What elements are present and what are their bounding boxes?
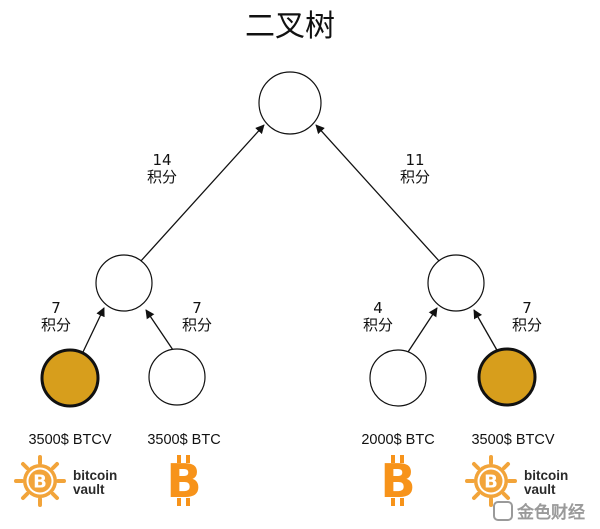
edge-arrow-leaf2-to-left-mid <box>145 309 174 351</box>
left-mid-node <box>95 254 153 312</box>
vault-gear-icon: B <box>465 455 517 507</box>
vault-brand-line1: bitcoin <box>73 468 117 483</box>
edge-value: 14 <box>152 151 171 169</box>
vault-brand-line1: bitcoin <box>524 468 568 483</box>
leaf-price-3: 2000$ BTC <box>361 432 434 448</box>
edge-arrow-leaf4-to-right-mid <box>473 309 499 353</box>
edge-value: 11 <box>405 151 424 169</box>
bitcoin-vault-logo: B bitcoin vault <box>465 455 568 507</box>
diagram-title: 二叉树 <box>245 9 335 44</box>
edge-label-right-top: 11 积分 <box>400 151 430 186</box>
edge-value: 7 <box>522 299 532 317</box>
leaf-node-2 <box>148 348 206 406</box>
edge-label-leaf2: 7 积分 <box>182 299 212 334</box>
leaf-node-3 <box>369 349 427 407</box>
watermark: 金色财经 <box>493 501 585 523</box>
edge-unit: 积分 <box>400 168 430 186</box>
vault-brand-line2: vault <box>524 482 556 497</box>
edge-arrow-left-mid-to-root <box>139 124 265 263</box>
edge-arrow-leaf1-to-left-mid <box>82 307 105 353</box>
watermark-logo-icon <box>493 501 513 521</box>
bitcoin-logo: B <box>380 454 415 508</box>
edge-value: 4 <box>373 299 383 317</box>
edge-unit: 积分 <box>147 168 177 186</box>
watermark-text: 金色财经 <box>516 502 585 523</box>
edge-unit: 积分 <box>512 316 542 334</box>
leaf-node-4 <box>477 347 537 407</box>
right-mid-node <box>427 254 485 312</box>
edge-unit: 积分 <box>363 316 393 334</box>
edge-value: 7 <box>192 299 202 317</box>
edge-label-leaf4: 7 积分 <box>512 299 542 334</box>
leaf-price-4: 3500$ BTCV <box>471 432 554 448</box>
edge-label-leaf3: 4 积分 <box>363 299 393 334</box>
edge-unit: 积分 <box>182 316 212 334</box>
vault-b-symbol: B <box>484 472 498 493</box>
bitcoin-b-icon: B <box>380 454 415 508</box>
vault-b-symbol: B <box>33 472 47 493</box>
edge-arrow-leaf3-to-right-mid <box>407 307 438 353</box>
edge-arrow-right-mid-to-root <box>315 124 441 263</box>
edge-unit: 积分 <box>41 316 71 334</box>
vault-brand-line2: vault <box>73 482 105 497</box>
bitcoin-vault-logo: B bitcoin vault <box>14 455 117 507</box>
edge-label-left-top: 14 积分 <box>147 151 177 186</box>
leaf-price-2: 3500$ BTC <box>147 432 220 448</box>
bitcoin-logo: B <box>166 454 201 508</box>
bitcoin-b-icon: B <box>166 454 201 508</box>
leaf-node-1 <box>40 348 100 408</box>
root-node <box>258 71 322 135</box>
edge-label-leaf1: 7 积分 <box>41 299 71 334</box>
edge-value: 7 <box>51 299 61 317</box>
leaf-price-1: 3500$ BTCV <box>28 432 111 448</box>
vault-gear-icon: B <box>14 455 66 507</box>
